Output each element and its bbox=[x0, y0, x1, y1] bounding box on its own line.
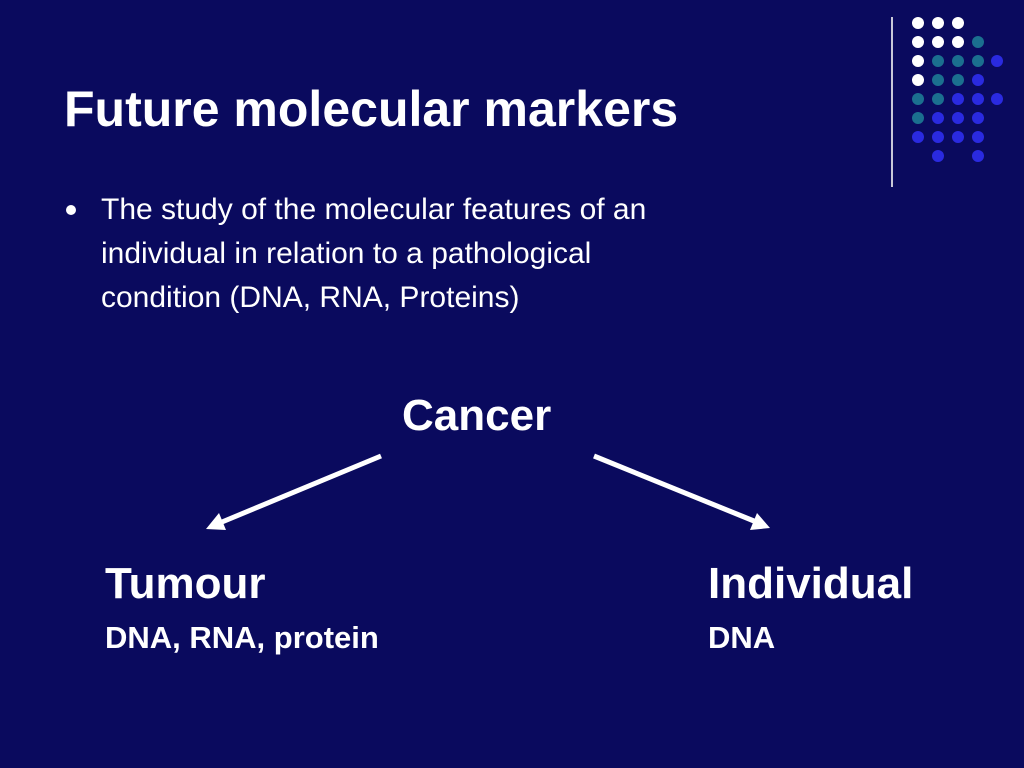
arrow-to-tumour bbox=[206, 453, 382, 530]
decorative-dot bbox=[932, 131, 944, 143]
decorative-dot bbox=[972, 93, 984, 105]
decorative-dot bbox=[972, 131, 984, 143]
decorative-dot bbox=[991, 55, 1003, 67]
decorative-dot bbox=[952, 131, 964, 143]
decorative-dot bbox=[912, 74, 924, 86]
decorative-dot bbox=[932, 55, 944, 67]
decorative-dot bbox=[952, 55, 964, 67]
decorative-dot-grid bbox=[0, 0, 1024, 200]
diagram-root-label: Cancer bbox=[402, 391, 552, 440]
decorative-dot bbox=[912, 55, 924, 67]
decorative-dot bbox=[952, 36, 964, 48]
diagram-right-subtitle: DNA bbox=[708, 620, 776, 655]
decorative-dot bbox=[932, 36, 944, 48]
decorative-dot bbox=[972, 36, 984, 48]
decorative-dot bbox=[912, 112, 924, 124]
decorative-dot bbox=[952, 93, 964, 105]
diagram-right-title: Individual bbox=[708, 559, 914, 608]
decorative-dot bbox=[972, 150, 984, 162]
decorative-dot bbox=[952, 112, 964, 124]
decorative-dot bbox=[952, 17, 964, 29]
decorative-dot bbox=[912, 131, 924, 143]
decorative-dot bbox=[991, 93, 1003, 105]
decorative-dot bbox=[952, 74, 964, 86]
decorative-dot bbox=[972, 112, 984, 124]
decorative-divider-line bbox=[891, 17, 893, 187]
bullet-item: The study of the molecular features of a… bbox=[64, 188, 704, 320]
arrow-to-individual bbox=[593, 453, 770, 530]
decorative-dot bbox=[972, 74, 984, 86]
decorative-dot bbox=[932, 93, 944, 105]
bullet-text: The study of the molecular features of a… bbox=[101, 193, 647, 314]
diagram-left-title: Tumour bbox=[105, 559, 266, 608]
diagram-left-subtitle: DNA, RNA, protein bbox=[105, 620, 379, 655]
slide-title: Future molecular markers bbox=[64, 81, 679, 137]
decorative-dot bbox=[932, 74, 944, 86]
decorative-dot bbox=[932, 17, 944, 29]
bullet-list: The study of the molecular features of a… bbox=[64, 188, 704, 320]
decorative-dot bbox=[912, 17, 924, 29]
decorative-dot bbox=[912, 93, 924, 105]
decorative-dot bbox=[932, 112, 944, 124]
decorative-dot bbox=[912, 36, 924, 48]
decorative-dot bbox=[972, 55, 984, 67]
decorative-dot bbox=[932, 150, 944, 162]
bullet-marker-icon bbox=[66, 205, 76, 215]
